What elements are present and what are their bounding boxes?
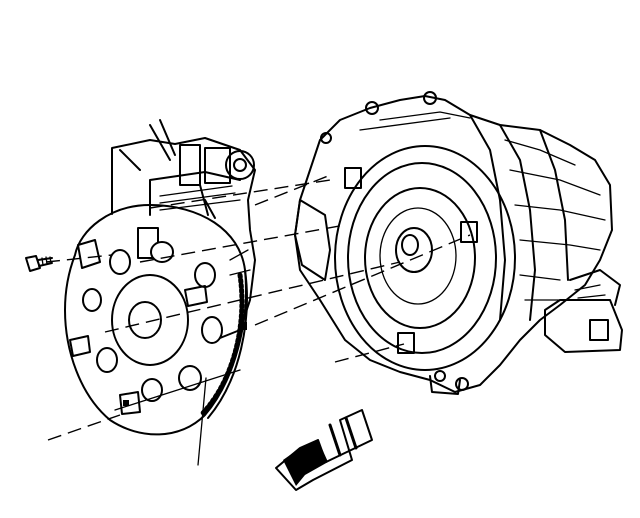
transmission-case [294,91,623,395]
flywheel-bolt [25,255,53,272]
alignment-lines [45,175,471,466]
torque-converter [334,145,516,371]
front-arrow-icon [275,409,373,491]
